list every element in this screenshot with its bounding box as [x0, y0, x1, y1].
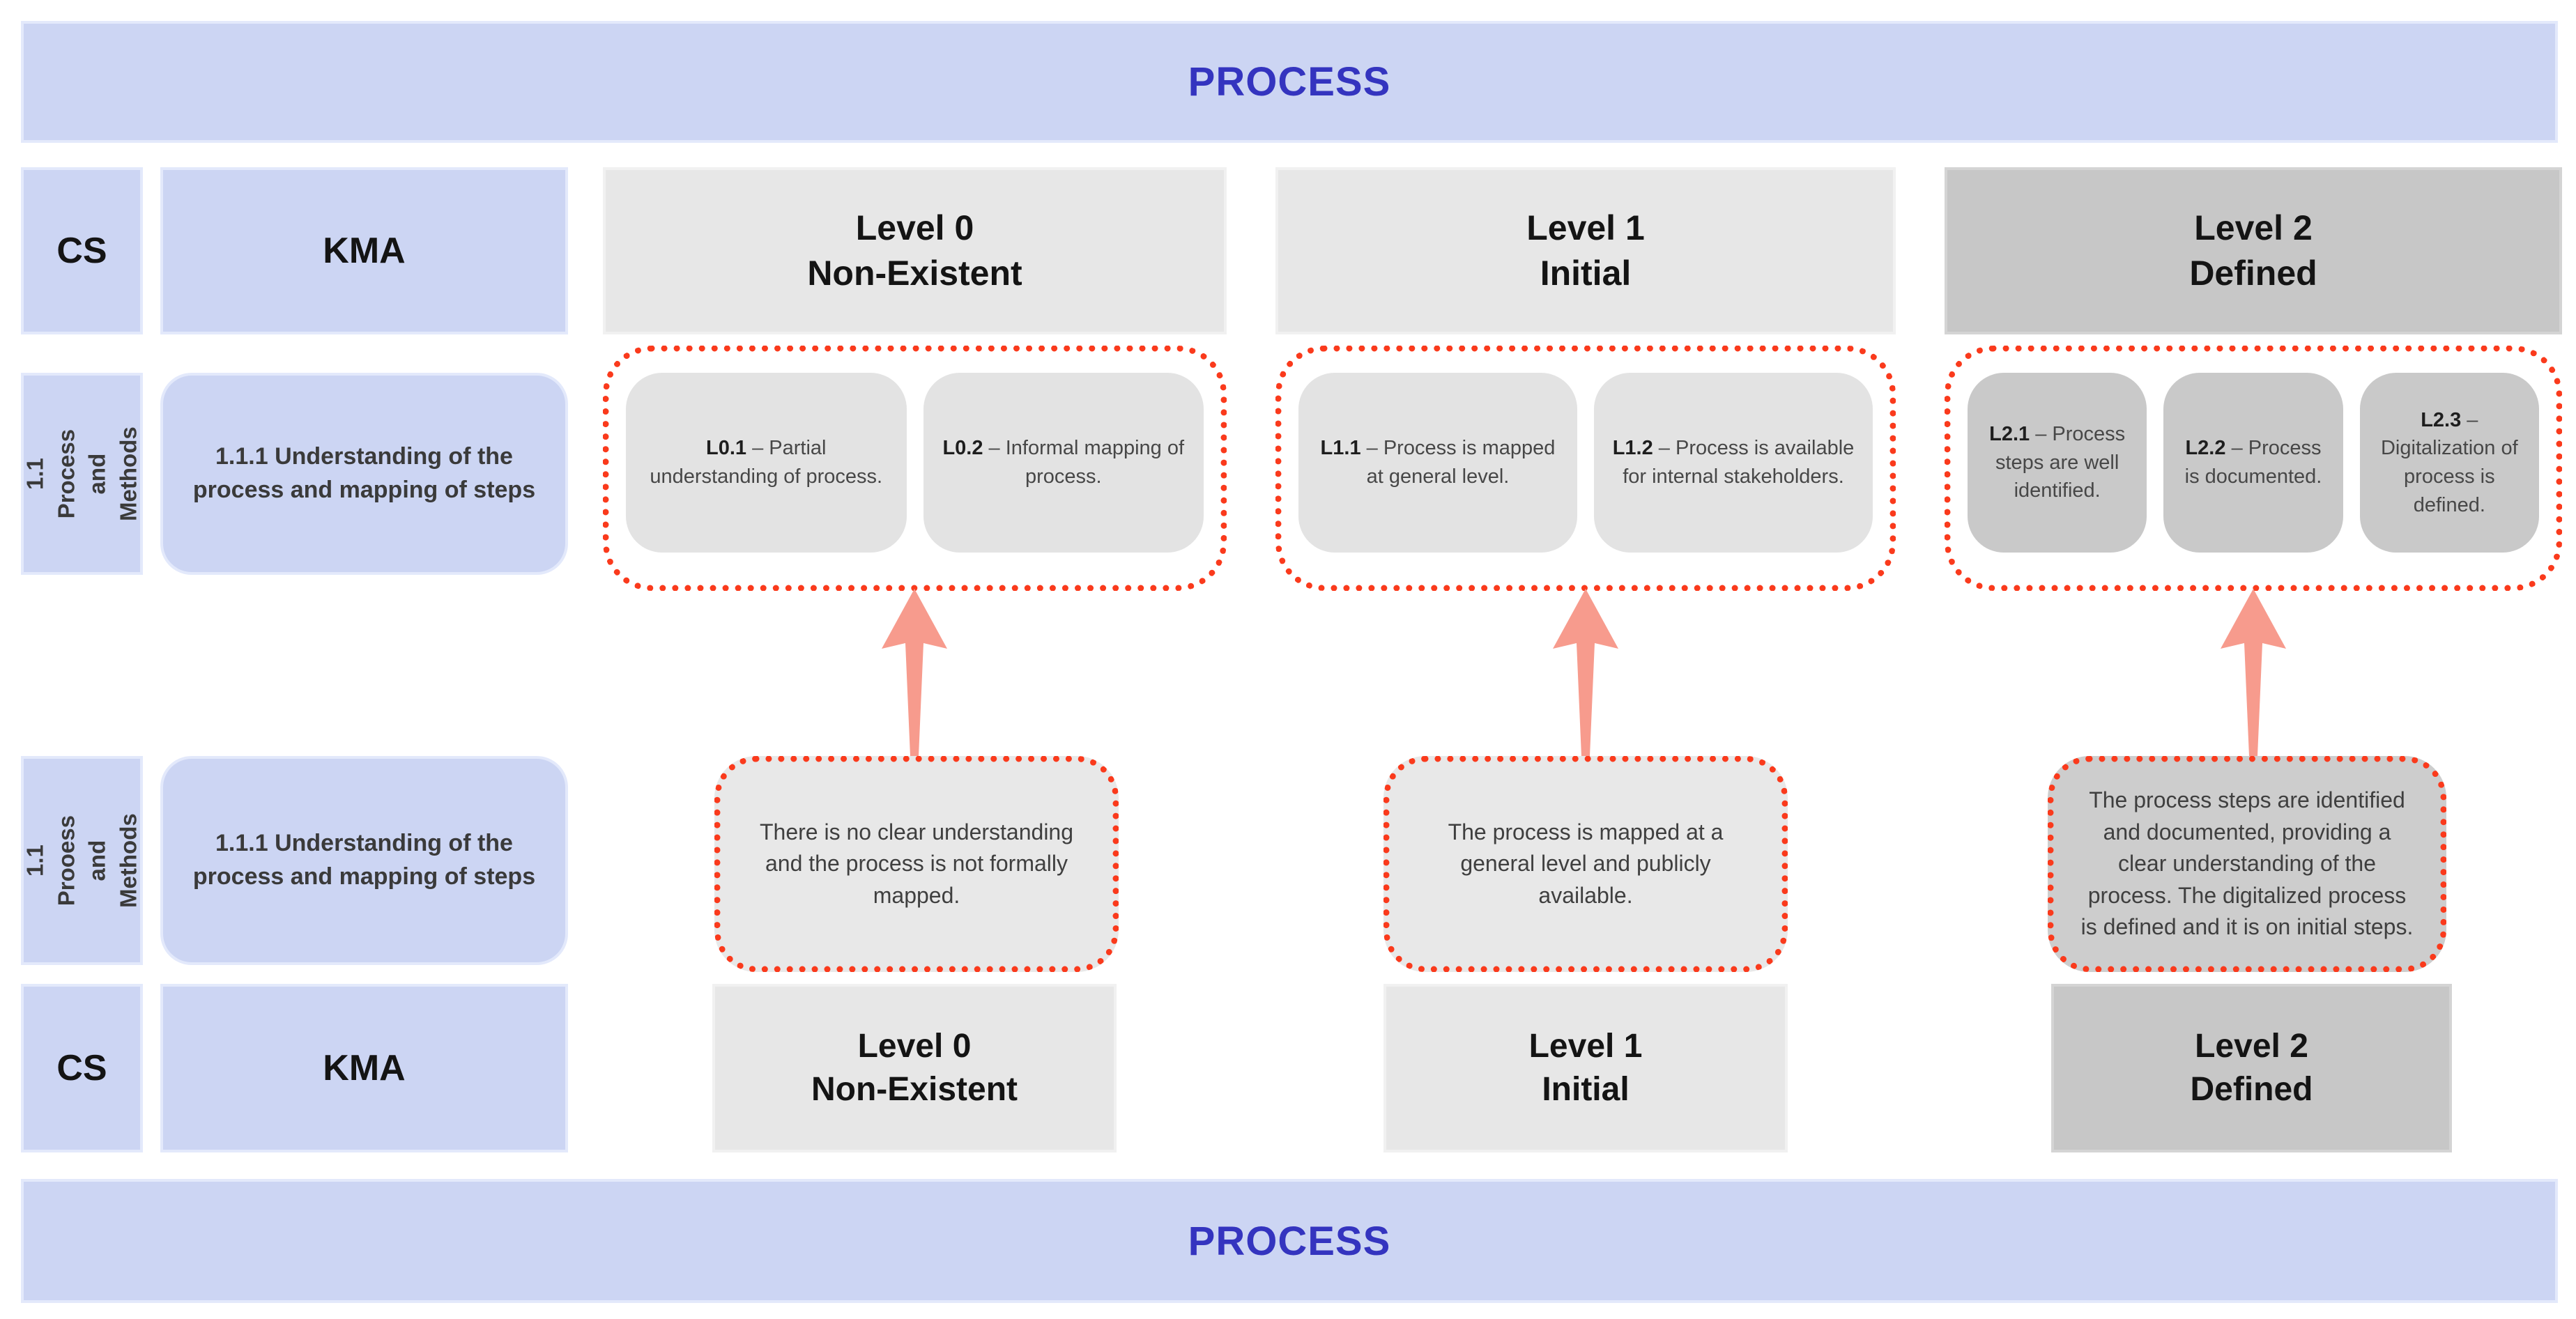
- bottom-cs-label: CS: [56, 1048, 107, 1088]
- level-0-subtitle: Non-Existent: [807, 254, 1022, 293]
- card-text: L1.1 – Process is mapped at general leve…: [1317, 434, 1559, 491]
- maturity-card-l0-2: L0.2 – Informal mapping of process.: [923, 373, 1204, 553]
- level-1-description-box: The process is mapped at a general level…: [1383, 756, 1788, 972]
- card-code: L2.1: [1989, 423, 2030, 446]
- card-code: L1.2: [1612, 437, 1653, 460]
- top-process-banner: PROCESS: [21, 21, 2558, 143]
- maturity-card-l2-2: L2.2 – Process is documented.: [2163, 373, 2343, 553]
- up-arrow-level-0: [882, 589, 947, 756]
- row2-cs-label: 1.1 Prooess and Methods: [22, 813, 141, 908]
- up-arrow-level-2: [2221, 589, 2286, 756]
- maturity-card-l0-1: L0.1 – Partial understanding of process.: [626, 373, 907, 553]
- card-text: L2.2 – Process is documented.: [2182, 434, 2324, 491]
- bottom-level-0-subtitle: Non-Existent: [811, 1071, 1018, 1108]
- level-0-card-group: L0.1 – Partial understanding of process.…: [603, 346, 1227, 591]
- bottom-level-1-title: Level 1: [1528, 1027, 1643, 1065]
- bottom-level-2-subtitle: Defined: [2190, 1071, 2313, 1108]
- card-text: L2.3 – Digitalization of process is defi…: [2378, 406, 2521, 519]
- level-1-subtitle: Initial: [1540, 254, 1632, 293]
- level-0-description: There is no clear understanding and the …: [759, 819, 1074, 908]
- card-code: L1.1: [1320, 437, 1361, 460]
- card-code: L0.2: [942, 437, 983, 460]
- cs-header-label: CS: [56, 231, 107, 271]
- bottom-kma-header: KMA: [160, 984, 568, 1152]
- card-desc: – Digitalization of process is defined.: [2380, 408, 2518, 516]
- card-text: L0.2 – Informal mapping of process.: [942, 434, 1186, 491]
- row2-kma-label: 1.1.1 Understanding of the process and m…: [192, 830, 536, 890]
- bottom-kma-label: KMA: [323, 1048, 406, 1088]
- maturity-card-l2-1: L2.1 – Process steps are well identified…: [1968, 373, 2147, 553]
- card-code: L0.1: [706, 437, 747, 460]
- cs-header: CS: [21, 167, 143, 334]
- maturity-card-l2-3: L2.3 – Digitalization of process is defi…: [2359, 373, 2539, 553]
- bottom-process-banner: PROCESS: [21, 1179, 2558, 1303]
- level-1-header: Level 1 Initial: [1275, 167, 1896, 334]
- level-2-title: Level 2: [2194, 208, 2313, 247]
- row1-cs-label: 1.1 Process and Methods: [22, 426, 141, 521]
- level-0-header: Level 0 Non-Existent: [603, 167, 1227, 334]
- maturity-card-l1-2: L1.2 – Process is available for internal…: [1594, 373, 1873, 553]
- card-desc: – Process is documented.: [2184, 437, 2322, 488]
- bottom-level-1-subtitle: Initial: [1542, 1071, 1630, 1108]
- bottom-level-1-header: Level 1 Initial: [1383, 984, 1788, 1152]
- row2-cs-cell: 1.1 Prooess and Methods: [21, 756, 143, 965]
- row1-kma-label: 1.1.1 Understanding of the process and m…: [192, 443, 536, 503]
- bottom-process-banner-label: PROCESS: [1188, 1218, 1391, 1264]
- level-1-description: The process is mapped at a general level…: [1448, 819, 1724, 908]
- up-arrow-level-1: [1553, 589, 1618, 756]
- level-2-subtitle: Defined: [2189, 254, 2317, 293]
- card-desc: – Process is mapped at general level.: [1366, 437, 1556, 488]
- level-1-title: Level 1: [1526, 208, 1645, 247]
- card-text: L1.2 – Process is available for internal…: [1612, 434, 1855, 491]
- kma-header: KMA: [160, 167, 568, 334]
- card-code: L2.2: [2185, 437, 2226, 460]
- level-2-description-box: The process steps are identified and doc…: [2048, 756, 2446, 972]
- top-process-banner-label: PROCESS: [1188, 59, 1391, 105]
- level-0-description-box: There is no clear understanding and the …: [714, 756, 1119, 972]
- card-desc: – Partial understanding of process.: [650, 437, 883, 488]
- row2-kma-cell: 1.1.1 Understanding of the process and m…: [160, 756, 568, 965]
- level-2-description: The process steps are identified and doc…: [2080, 787, 2414, 940]
- bottom-level-0-header: Level 0 Non-Existent: [712, 984, 1117, 1152]
- card-desc: – Informal mapping of process.: [988, 437, 1185, 488]
- row1-kma-cell: 1.1.1 Understanding of the process and m…: [160, 373, 568, 575]
- level-2-header: Level 2 Defined: [1945, 167, 2562, 334]
- card-text: L0.1 – Partial understanding of process.: [644, 434, 889, 491]
- level-0-title: Level 0: [855, 208, 974, 247]
- bottom-level-0-title: Level 0: [857, 1027, 972, 1065]
- card-text: L2.1 – Process steps are well identified…: [1986, 420, 2129, 505]
- row1-cs-cell: 1.1 Process and Methods: [21, 373, 143, 575]
- bottom-cs-header: CS: [21, 984, 143, 1152]
- card-desc: – Process steps are well identified.: [1995, 423, 2126, 502]
- maturity-card-l1-1: L1.1 – Process is mapped at general leve…: [1298, 373, 1577, 553]
- level-1-card-group: L1.1 – Process is mapped at general leve…: [1275, 346, 1896, 591]
- level-2-card-group: L2.1 – Process steps are well identified…: [1945, 346, 2562, 591]
- bottom-level-2-title: Level 2: [2195, 1027, 2308, 1065]
- card-code: L2.3: [2421, 408, 2462, 431]
- card-desc: – Process is available for internal stak…: [1623, 437, 1855, 488]
- bottom-level-2-header: Level 2 Defined: [2051, 984, 2452, 1152]
- kma-header-label: KMA: [323, 231, 406, 271]
